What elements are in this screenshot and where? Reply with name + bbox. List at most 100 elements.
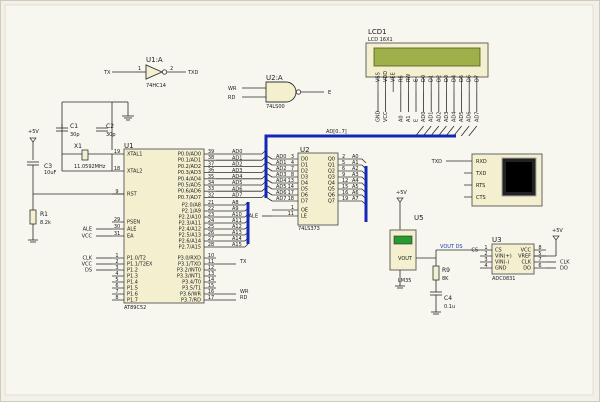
u1-pin-name: P3.5/T1 (182, 286, 201, 292)
u2-net-label: AD1 (276, 160, 286, 166)
bus-label: AD[0..7] (326, 129, 347, 135)
u1-pin-number: 6 (115, 283, 118, 289)
u1-pin-name: XTAL2 (127, 169, 142, 175)
c4-ref: C4 (444, 295, 452, 302)
u1-pin-name: P0.2/AD2 (178, 164, 201, 170)
u2-net-label: ALE (249, 214, 258, 220)
u2-pin-name: D1 (301, 163, 308, 169)
u1-pin-number: 17 (208, 295, 214, 301)
u1-pin-name: P2.1/A9 (182, 209, 201, 215)
u3-pin-number: 4 (484, 263, 487, 269)
u2-pin-number: 17 (288, 190, 294, 196)
u2-net-label: AD3 (276, 172, 286, 178)
u2-pin-number: 13 (288, 178, 294, 184)
u2-pin-number: 5 (342, 160, 345, 166)
lcd-pin-label: RW (406, 74, 412, 82)
u1-pin-name: P2.6/A14 (179, 239, 201, 245)
x1-ref: X1 (74, 143, 82, 150)
u2-net-label: AD5 (276, 184, 286, 190)
u1-pin-name: P0.3/AD3 (178, 170, 201, 176)
lcd-pin-label: D7 (474, 75, 480, 82)
u1-net-label: CLK (82, 256, 92, 262)
vcc-top-label: +5V (28, 129, 39, 135)
lcd-pin-label: RS (398, 75, 404, 82)
u1-pin-name: P1.3 (127, 274, 138, 280)
u1-net-label: A9 (232, 206, 239, 212)
u3-pin-name: CS (495, 248, 502, 254)
r1-ref: R1 (40, 211, 48, 218)
u1-pin-name: P2.4/A12 (179, 227, 201, 233)
u2a-nand-gate[interactable]: U2:A WR RD E 74LS00 (228, 74, 331, 110)
u1-pin-name: XTAL1 (127, 152, 142, 158)
u2-pin-name: D4 (301, 181, 308, 187)
bus-tap (445, 125, 455, 137)
bus-tap (453, 125, 462, 137)
c4-value: 0.1u (444, 304, 455, 310)
u1-pin-name: RST (127, 192, 138, 198)
u1-pin-number: 18 (114, 166, 120, 172)
u2-net-label: A0 (352, 154, 359, 160)
u2-pin-name: D3 (301, 175, 308, 181)
reset-circuit[interactable]: +5V C3 10uF R1 8.2k (27, 129, 124, 243)
adc-vcc-label: +5V (552, 228, 563, 234)
u1-net-label: A11 (232, 218, 242, 224)
u1-pin-number: 16 (208, 289, 214, 295)
u1-pin-name: P1.5 (127, 286, 138, 292)
u1-pin-name: P1.7 (127, 298, 138, 304)
u2-net-label: A6 (352, 190, 359, 196)
u1-pin-number: 34 (208, 180, 214, 186)
u1-net-label: AD5 (232, 180, 242, 186)
u3-pin-name: VIN(-) (495, 260, 509, 266)
u2-pin-number: 4 (291, 160, 294, 166)
u5-part: LM35 (398, 278, 411, 284)
u1-pin-name: P2.0/A8 (182, 203, 201, 209)
u1-pin-name: EA (127, 234, 134, 240)
u1-pin-name: P1.6 (127, 292, 138, 298)
u2-pin-number: 9 (342, 172, 345, 178)
lcd-ref: LCD1 (368, 28, 387, 36)
u1-pin-number: 11 (208, 259, 214, 265)
u1-pin-number: 23 (208, 212, 214, 218)
lcd-pin-label: D4 (452, 75, 458, 82)
r1-value: 8.2k (40, 220, 51, 226)
u1a-inverter[interactable]: U1:A TX 1 2 TXD 74HC14 (103, 56, 198, 89)
u1-pin-name: P2.7/A15 (179, 245, 201, 251)
bus-tap (422, 125, 432, 137)
crystal-circuit[interactable]: C1 30p C2 30p X1 11.0592MHz (56, 101, 134, 172)
lcd-net-label: AD3 (444, 112, 450, 122)
lcd-pin-label: VEE (391, 72, 397, 82)
u1-pin-name: P3.7/RD (181, 298, 201, 304)
u2-net-label: A5 (352, 184, 359, 190)
bus-tap (438, 125, 447, 137)
nand-out-label: E (328, 90, 331, 96)
u1-net-label: AD1 (232, 155, 242, 161)
c1-value: 30p (70, 132, 80, 138)
u2-pin-name: LE (301, 214, 307, 220)
u1-pin-number: 38 (208, 155, 214, 161)
u1-pin-number: 13 (208, 271, 214, 277)
u2-pin-name: Q0 (328, 157, 335, 163)
u1-pin-number: 7 (115, 289, 118, 295)
u2-pin-name: D0 (301, 157, 308, 163)
u2-pin-name: D2 (301, 169, 308, 175)
u1-net-label: VCC (82, 234, 93, 240)
u3-ref: U3 (492, 236, 502, 244)
u5-readout (393, 235, 413, 245)
u3-net-label: CLK (560, 260, 570, 266)
u5-temp-sensor[interactable]: +5V U5 VOUT LM35 VOUT DS R9 8K C4 0.1u (389, 190, 480, 315)
u2-pin-number: 8 (291, 172, 294, 178)
u2-net-label: AD0 (276, 154, 286, 160)
lcd-net-label: AD2 (436, 112, 442, 122)
adc-input-label: VOUT DS (440, 244, 463, 250)
u2-pin-name: Q1 (328, 163, 335, 169)
u1-pin-name: ALE (127, 227, 136, 233)
u2-net-label: A3 (352, 172, 359, 178)
u1-net-label: AD0 (232, 149, 242, 155)
